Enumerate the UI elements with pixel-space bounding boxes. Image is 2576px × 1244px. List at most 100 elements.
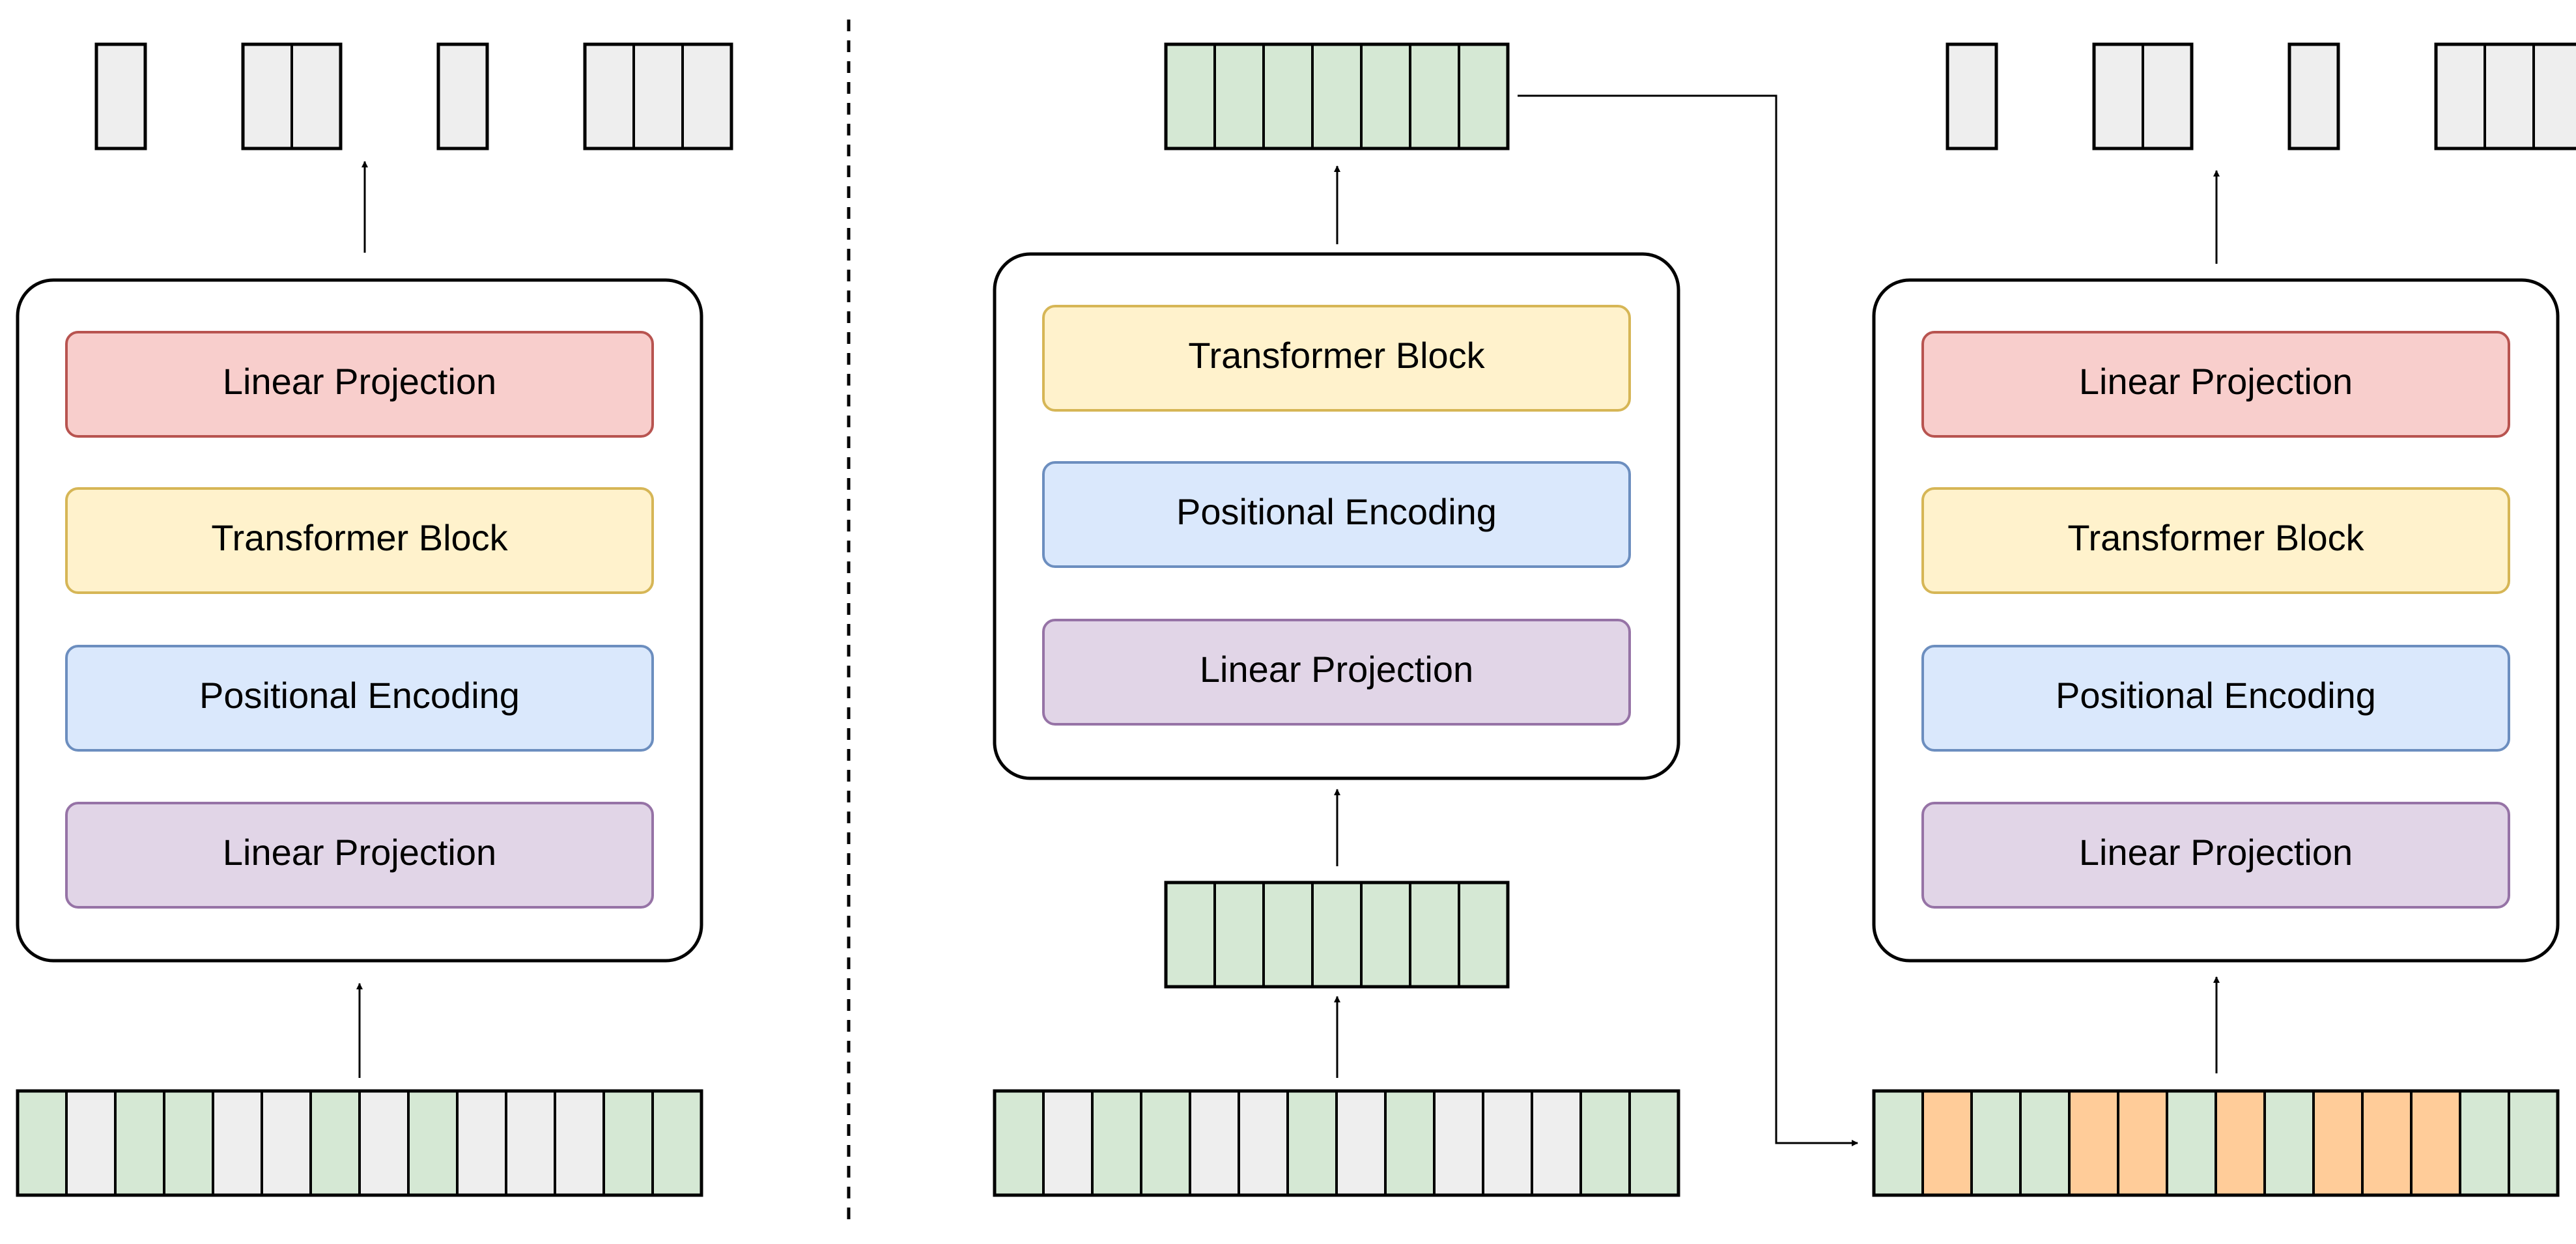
right-output-group-1-token-output: [2142, 43, 2193, 150]
left-layer-1-label: Transformer Block: [211, 517, 508, 558]
middle-input-token-visible: [993, 1090, 1045, 1196]
left-output-group-3-strip-border: [583, 42, 733, 150]
left-layer-3-label: Linear Projection: [223, 832, 496, 873]
right-input-token-visible: [1970, 1090, 2022, 1196]
left-input-sequence: [16, 1089, 703, 1197]
right-panel: Linear Projection Transformer Block Posi…: [1872, 42, 2576, 1197]
left-layer-linear-projection-top: Linear Projection: [65, 331, 654, 438]
right-output-group-3-token-output: [2484, 43, 2535, 150]
left-output-group-2-token-output: [437, 43, 488, 150]
right-layer-2-label: Positional Encoding: [2056, 675, 2376, 716]
left-input-token-visible: [309, 1090, 361, 1196]
right-output-group-0-token-output: [1946, 43, 1998, 150]
middle-input-token-masked: [1042, 1090, 1094, 1196]
right-input-token-predicted: [2117, 1090, 2168, 1196]
middle-encoded-token-visible: [1213, 43, 1265, 150]
left-input-token-visible: [163, 1090, 214, 1196]
middle-visible-token-visible: [1262, 881, 1314, 988]
middle-visible-token-visible: [1360, 881, 1411, 988]
left-input-token-visible: [16, 1090, 68, 1196]
left-layer-linear-projection-bottom: Linear Projection: [65, 802, 654, 909]
left-input-token-masked: [212, 1090, 263, 1196]
left-input-token-masked: [65, 1090, 117, 1196]
left-layer-0-label: Linear Projection: [223, 361, 496, 402]
middle-encoded-strip-border: [1164, 42, 1510, 150]
left-input-token-masked: [261, 1090, 312, 1196]
middle-layer-transformer-block: Transformer Block: [1042, 305, 1631, 412]
right-output-group-2-token-output: [2288, 43, 2340, 150]
right-input-token-visible: [2459, 1090, 2510, 1196]
middle-encoded-token-visible: [1311, 43, 1363, 150]
middle-visible-strip-border: [1164, 881, 1510, 989]
right-output-group-3-strip-border: [2434, 42, 2576, 150]
middle-input-token-masked: [1238, 1090, 1289, 1196]
left-output-group-0-token-output: [95, 43, 147, 150]
middle-input-token-visible: [1286, 1090, 1338, 1196]
middle-input-token-masked: [1189, 1090, 1240, 1196]
right-input-token-visible: [2508, 1090, 2559, 1196]
left-layer-2-label: Positional Encoding: [199, 675, 520, 716]
left-output-tokens: [94, 42, 733, 150]
middle-panel: Transformer Block Positional Encoding Li…: [993, 42, 1680, 1197]
middle-encoded-token-visible: [1262, 43, 1314, 150]
middle-layer-2-label: Linear Projection: [1200, 649, 1473, 690]
middle-input-token-masked: [1433, 1090, 1484, 1196]
right-input-token-predicted: [1921, 1090, 1973, 1196]
right-output-group-1-token-output: [2093, 43, 2144, 150]
right-input-token-visible: [1873, 1090, 1924, 1196]
middle-layer-positional-encoding: Positional Encoding: [1042, 461, 1631, 568]
left-input-token-visible: [651, 1090, 703, 1196]
left-layer-transformer-block: Transformer Block: [65, 487, 654, 594]
right-layer-1-label: Transformer Block: [2067, 517, 2364, 558]
right-model-container: [1872, 278, 2560, 963]
middle-input-token-masked: [1531, 1090, 1582, 1196]
right-input-sequence: [1872, 1089, 2560, 1197]
middle-visible-token-visible: [1409, 881, 1460, 988]
right-layer-0-label: Linear Projection: [2079, 361, 2353, 402]
left-input-token-masked: [554, 1090, 605, 1196]
middle-visible-token-visible: [1165, 881, 1216, 988]
middle-visible-token-visible: [1458, 881, 1509, 988]
left-input-token-masked: [456, 1090, 507, 1196]
encoder-to-decoder-connector: [1518, 94, 1858, 1146]
right-output-group-2-strip-border: [2287, 42, 2340, 150]
middle-layer-linear-projection: Linear Projection: [1042, 619, 1631, 726]
right-input-token-predicted: [2312, 1090, 2364, 1196]
right-output-group-0-strip-border: [1946, 42, 1998, 150]
right-input-strip-border: [1872, 1089, 2560, 1197]
left-input-token-visible: [407, 1090, 459, 1196]
middle-encoded-token-visible: [1409, 43, 1460, 150]
left-panel: Linear Projection Transformer Block Posi…: [16, 42, 733, 1197]
middle-visible-token-visible: [1311, 881, 1363, 988]
middle-input-token-visible: [1091, 1090, 1142, 1196]
right-layer-linear-projection-top: Linear Projection: [1921, 331, 2510, 438]
left-output-group-1-token-output: [242, 43, 293, 150]
left-input-token-visible: [114, 1090, 165, 1196]
middle-visible-token-visible: [1213, 881, 1265, 988]
left-output-group-0-strip-border: [94, 42, 147, 150]
right-output-group-3-token-output: [2532, 43, 2576, 150]
left-layer-positional-encoding: Positional Encoding: [65, 645, 654, 752]
middle-input-token-masked: [1335, 1090, 1387, 1196]
right-input-token-visible: [2019, 1090, 2071, 1196]
middle-encoded-token-visible: [1360, 43, 1411, 150]
left-output-group-2-strip-border: [436, 42, 489, 150]
left-input-token-masked: [358, 1090, 410, 1196]
left-model-container: [16, 278, 703, 963]
right-layer-3-label: Linear Projection: [2079, 832, 2353, 873]
middle-input-token-visible: [1579, 1090, 1631, 1196]
left-input-strip-border: [16, 1089, 703, 1197]
left-output-group-3-token-output: [632, 43, 684, 150]
right-output-group-3-token-output: [2435, 43, 2486, 150]
middle-input-sequence: [993, 1089, 1680, 1197]
right-input-token-predicted: [2068, 1090, 2119, 1196]
left-output-group-1-strip-border: [241, 42, 343, 150]
middle-layer-0-label: Transformer Block: [1188, 335, 1485, 376]
middle-input-token-masked: [1482, 1090, 1533, 1196]
right-output-group-1-strip-border: [2092, 42, 2194, 150]
right-layer-positional-encoding: Positional Encoding: [1921, 645, 2510, 752]
left-input-token-visible: [602, 1090, 654, 1196]
middle-input-strip-border: [993, 1089, 1680, 1197]
middle-visible-tokens: [1164, 881, 1510, 989]
